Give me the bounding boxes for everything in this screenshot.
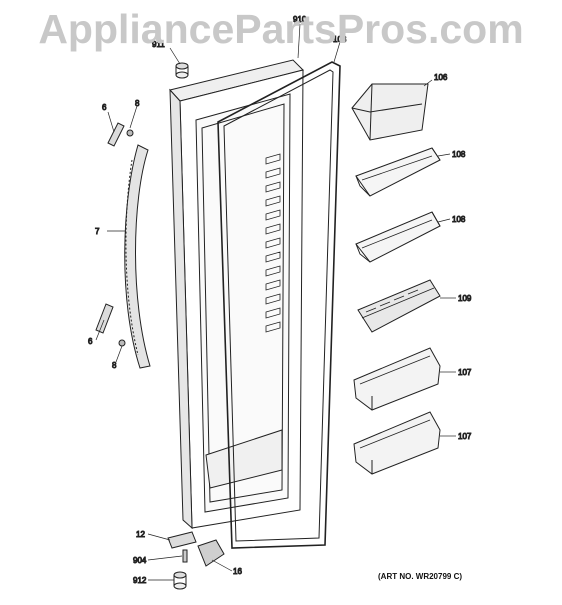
label-12: 12 (136, 530, 145, 539)
label-103: 103 (333, 35, 347, 44)
hinge-bracket (167, 531, 197, 549)
hinge-pin (182, 549, 188, 563)
label-6-top: 6 (102, 103, 107, 112)
door-outer-panel (169, 59, 304, 530)
label-106: 106 (434, 73, 448, 82)
door-bin-deep-upper (353, 347, 441, 411)
door-bin-upper (355, 147, 441, 197)
label-6-bottom: 6 (88, 337, 93, 346)
handle-screw-top (126, 129, 134, 137)
dairy-compartment (351, 83, 429, 141)
label-910: 910 (293, 15, 307, 24)
label-16: 16 (233, 567, 242, 576)
label-108-upper: 108 (452, 150, 466, 159)
door-bin-middle (355, 211, 441, 263)
label-7: 7 (95, 227, 100, 236)
art-number: (ART NO. WR20799 C) (378, 572, 463, 581)
door-bin-deep-lower (353, 411, 441, 475)
label-912: 912 (133, 576, 147, 585)
handle-bracket-bottom (95, 303, 114, 334)
door-handle (124, 144, 151, 369)
label-8-bottom: 8 (112, 361, 117, 370)
egg-tray (357, 279, 441, 333)
label-8-top: 8 (135, 99, 140, 108)
leader-lines (95, 23, 456, 581)
door-gasket (217, 61, 341, 549)
label-911: 911 (152, 40, 165, 49)
hinge-closer (197, 539, 225, 567)
hinge-cap-top (175, 62, 189, 79)
handle-screw-bottom (118, 339, 126, 347)
label-109: 109 (458, 294, 472, 303)
door-shelf-ribs (265, 153, 281, 333)
label-107-upper: 107 (458, 368, 472, 377)
label-107-lower: 107 (458, 432, 472, 441)
label-108-middle: 108 (452, 215, 466, 224)
hinge-bushing (173, 571, 187, 590)
handle-bracket-top (107, 122, 125, 147)
label-904: 904 (133, 556, 147, 565)
